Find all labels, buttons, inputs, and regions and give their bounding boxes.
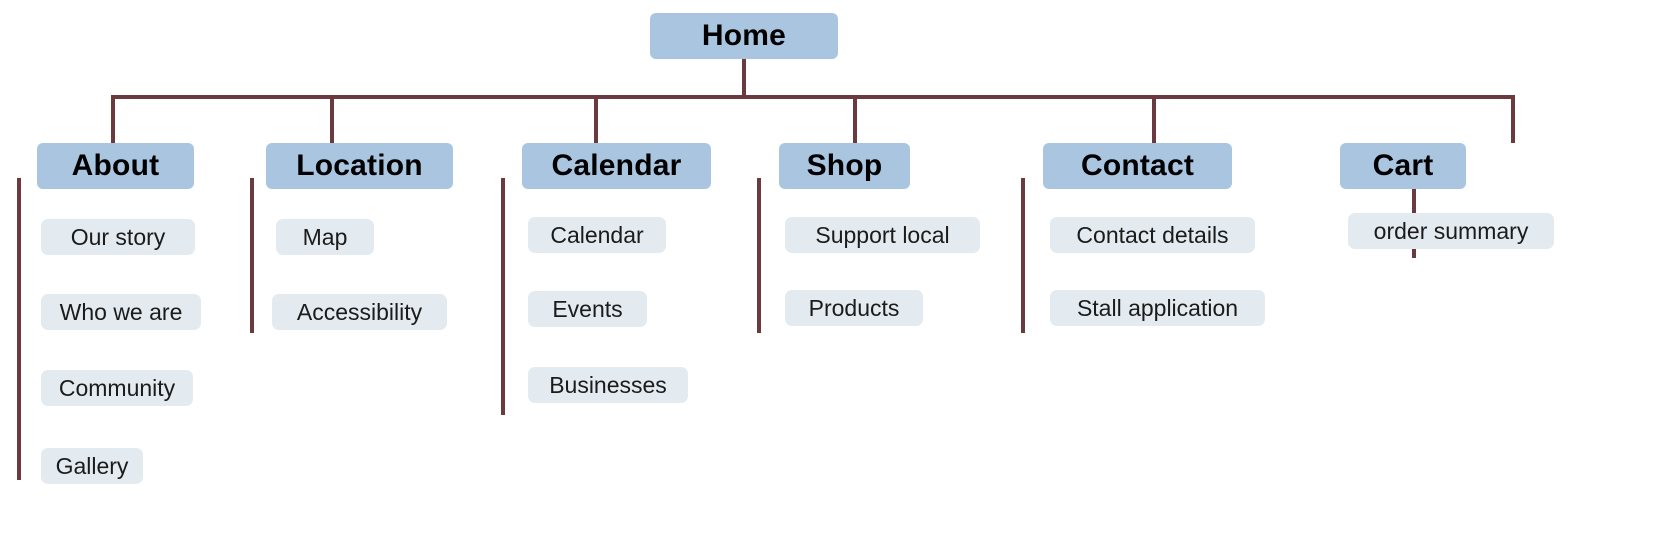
node-category-about-label: About [71, 149, 160, 182]
node-category-about[interactable]: About [37, 143, 194, 189]
node-category-location-label: Location [296, 149, 423, 182]
connector-root-stem [742, 59, 746, 97]
node-item-products-label: Products [808, 294, 900, 321]
rail-about [17, 178, 21, 480]
connector-horizontal-bus [111, 95, 1515, 99]
node-item-stall-application-label: Stall application [1076, 294, 1239, 321]
node-item-businesses-label: Businesses [549, 371, 667, 398]
node-category-cart[interactable]: Cart [1340, 143, 1466, 189]
node-item-who-we-are[interactable]: Who we are [41, 294, 201, 330]
node-item-businesses[interactable]: Businesses [528, 367, 688, 403]
node-category-shop[interactable]: Shop [779, 143, 910, 189]
node-item-stall-application[interactable]: Stall application [1050, 290, 1265, 326]
rail-calendar [501, 178, 505, 415]
node-home[interactable]: Home [650, 13, 838, 59]
node-item-community[interactable]: Community [41, 370, 193, 406]
node-category-location[interactable]: Location [266, 143, 453, 189]
node-item-map-label: Map [302, 223, 348, 250]
node-item-accessibility[interactable]: Accessibility [272, 294, 447, 330]
node-item-support-local[interactable]: Support local [785, 217, 980, 253]
node-item-gallery-label: Gallery [55, 452, 129, 479]
node-item-order-summary[interactable]: order summary [1348, 213, 1554, 249]
node-home-label: Home [701, 19, 787, 52]
rail-shop [757, 178, 761, 333]
node-item-calendar[interactable]: Calendar [528, 217, 666, 253]
node-category-contact-label: Contact [1080, 149, 1195, 182]
node-item-community-label: Community [58, 374, 176, 401]
node-item-who-we-are-label: Who we are [59, 298, 183, 325]
node-item-accessibility-label: Accessibility [296, 298, 423, 325]
rail-location [250, 178, 254, 333]
node-item-order-summary-label: order summary [1373, 217, 1529, 244]
node-item-map[interactable]: Map [276, 219, 374, 255]
node-category-shop-label: Shop [806, 149, 883, 182]
connector-drop-cart [1511, 95, 1515, 143]
node-item-our-story-label: Our story [70, 223, 166, 250]
node-category-calendar[interactable]: Calendar [522, 143, 711, 189]
node-item-events[interactable]: Events [528, 291, 647, 327]
node-category-calendar-label: Calendar [551, 149, 682, 182]
connector-drop-shop [853, 95, 857, 143]
node-category-cart-label: Cart [1372, 149, 1434, 182]
node-item-contact-details[interactable]: Contact details [1050, 217, 1255, 253]
rail-contact [1021, 178, 1025, 333]
connector-drop-calendar [594, 95, 598, 143]
node-item-our-story[interactable]: Our story [41, 219, 195, 255]
connector-drop-location [330, 95, 334, 143]
connector-drop-about [111, 95, 115, 143]
node-item-products[interactable]: Products [785, 290, 923, 326]
node-item-gallery[interactable]: Gallery [41, 448, 143, 484]
node-category-contact[interactable]: Contact [1043, 143, 1232, 189]
node-item-calendar-label: Calendar [550, 221, 644, 248]
connector-drop-contact [1152, 95, 1156, 143]
node-item-support-local-label: Support local [815, 221, 950, 248]
node-item-contact-details-label: Contact details [1076, 221, 1229, 248]
node-item-events-label: Events [552, 295, 623, 322]
